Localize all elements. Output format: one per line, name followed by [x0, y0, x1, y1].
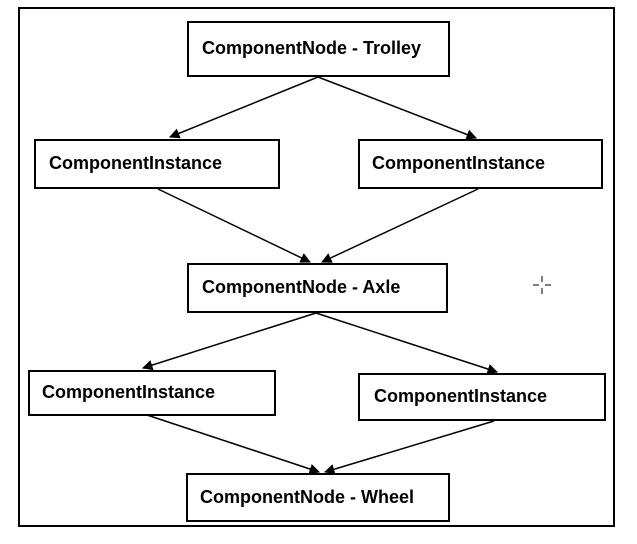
node-axle-label: ComponentNode - Axle — [202, 277, 401, 298]
edge-axle-instance-3 — [141, 312, 317, 371]
node-instance-4[interactable]: ComponentInstance — [358, 373, 606, 421]
crosshair-cursor-icon — [533, 276, 551, 294]
edge-axle-instance-4 — [315, 312, 498, 375]
node-instance-1-label: ComponentInstance — [49, 153, 223, 174]
node-axle[interactable]: ComponentNode - Axle — [187, 263, 448, 313]
node-instance-2[interactable]: ComponentInstance — [358, 139, 603, 189]
node-instance-3-label: ComponentInstance — [42, 382, 216, 403]
node-trolley-label: ComponentNode - Trolley — [202, 38, 422, 59]
edge-instance-4-wheel — [323, 420, 495, 475]
node-instance-3[interactable]: ComponentInstance — [28, 370, 276, 416]
edge-instance-2-axle — [321, 188, 479, 263]
node-wheel[interactable]: ComponentNode - Wheel — [186, 473, 450, 522]
edge-instance-1-axle — [157, 188, 311, 263]
node-wheel-label: ComponentNode - Wheel — [200, 486, 414, 507]
node-instance-2-label: ComponentInstance — [372, 153, 546, 174]
node-instance-4-label: ComponentInstance — [374, 386, 548, 407]
node-trolley[interactable]: ComponentNode - Trolley — [187, 21, 450, 77]
edge-instance-3-wheel — [146, 414, 320, 475]
edge-trolley-instance-1 — [169, 76, 319, 139]
node-instance-1[interactable]: ComponentInstance — [34, 139, 280, 189]
edge-trolley-instance-2 — [317, 76, 477, 140]
